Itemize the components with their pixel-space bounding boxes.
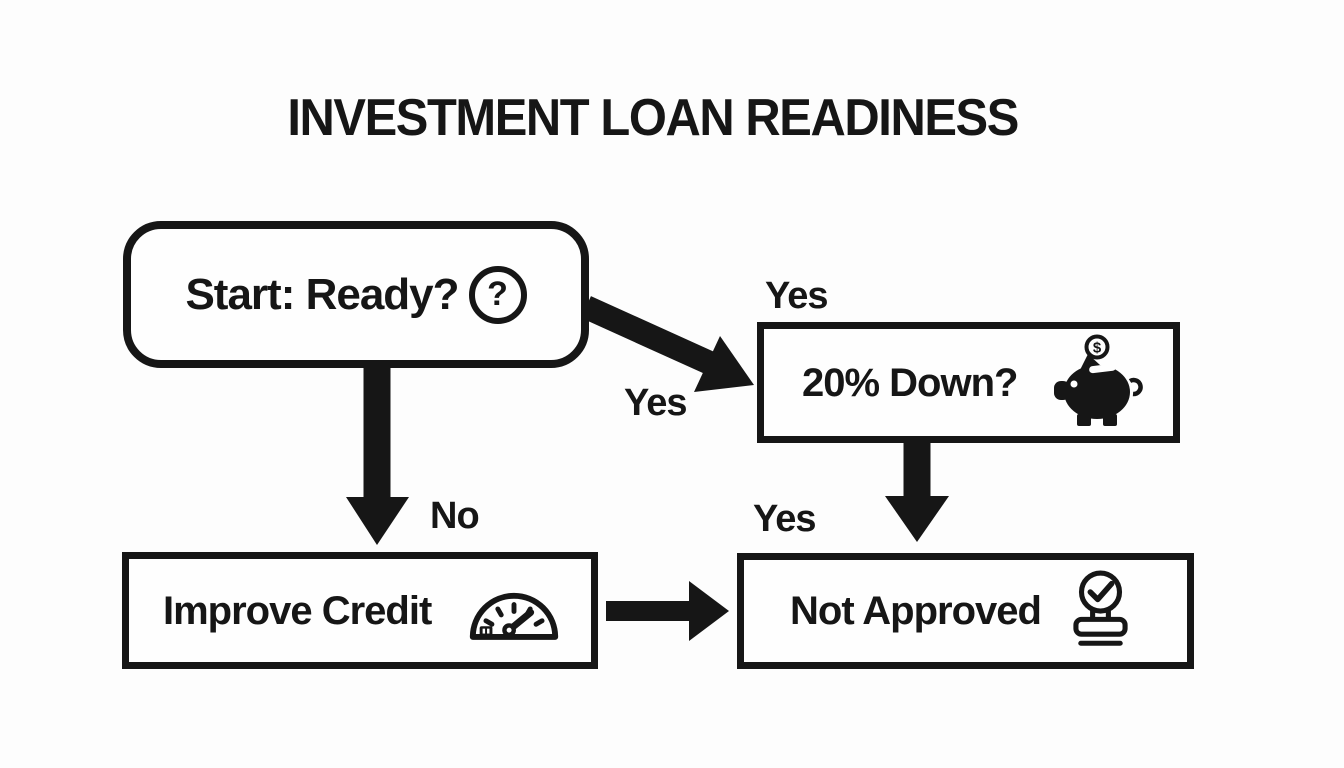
- question-circle-icon: ?: [468, 265, 527, 324]
- edge-improve-credit-to-not-approved: [606, 581, 729, 641]
- edge-label-yes-diagonal: Yes: [624, 382, 688, 424]
- node-not-approved: Not Approved: [737, 553, 1194, 669]
- edge-label-no: No: [430, 495, 480, 537]
- edge-start-to-improve-credit: [346, 360, 409, 545]
- node-down-payment: 20% Down? $: [757, 322, 1180, 443]
- question-mark-glyph: ?: [487, 274, 508, 313]
- edge-label-yes-lower: Yes: [753, 498, 817, 540]
- node-down-payment-label: 20% Down?: [802, 360, 1018, 405]
- node-improve-credit-label: Improve Credit: [163, 588, 432, 633]
- page-title: INVESTMENT LOAN READINESS: [287, 89, 1020, 147]
- node-start: Start: Ready? ?: [123, 221, 589, 368]
- stamp-icon: [1073, 569, 1128, 646]
- node-not-approved-label: Not Approved: [790, 589, 1042, 633]
- edge-start-to-down-payment: [581, 296, 754, 392]
- coin-dollar-glyph: $: [1093, 340, 1102, 357]
- edge-label-yes-upper: Yes: [765, 275, 829, 317]
- gauge-icon: [469, 592, 559, 640]
- title-container: INVESTMENT LOAN READINESS: [0, 92, 1306, 144]
- edge-down-payment-to-not-approved: [885, 438, 949, 542]
- node-start-label: Start: Ready?: [185, 269, 459, 319]
- piggy-bank-icon: $: [1054, 334, 1143, 426]
- node-improve-credit: Improve Credit: [122, 552, 598, 669]
